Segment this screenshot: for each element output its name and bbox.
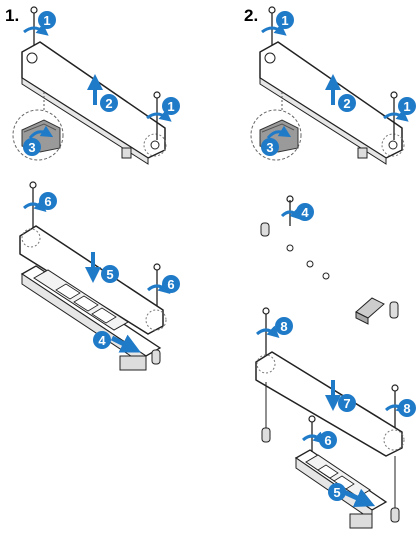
svg-text:5: 5 bbox=[106, 267, 113, 282]
standoff bbox=[390, 507, 400, 523]
step-badge-1: 1 bbox=[162, 97, 180, 115]
screw-icon bbox=[390, 91, 398, 140]
svg-text:6: 6 bbox=[167, 277, 174, 292]
step-badge-6: 6 bbox=[319, 431, 337, 449]
panel-1-top bbox=[12, 6, 172, 165]
step-badge-2: 2 bbox=[100, 94, 118, 112]
ssd-module bbox=[33, 269, 129, 331]
step-badge-1: 1 bbox=[398, 97, 416, 115]
step-badge-4: 4 bbox=[93, 331, 111, 349]
panel-1-bottom bbox=[19, 181, 171, 371]
svg-text:2: 2 bbox=[343, 96, 350, 111]
svg-text:1: 1 bbox=[43, 13, 50, 28]
panel-2-parts bbox=[260, 195, 399, 325]
step-badge-5: 5 bbox=[328, 483, 346, 501]
svg-text:1: 1 bbox=[167, 99, 174, 114]
step-badge-2: 2 bbox=[338, 94, 356, 112]
svg-text:1: 1 bbox=[281, 13, 288, 28]
screw-icon bbox=[153, 91, 161, 140]
step-badge-8: 8 bbox=[398, 399, 416, 417]
step-badge-6: 6 bbox=[162, 275, 180, 293]
step-1-label: 1. bbox=[5, 6, 20, 25]
svg-text:3: 3 bbox=[28, 140, 35, 155]
svg-text:8: 8 bbox=[280, 319, 287, 334]
svg-text:4: 4 bbox=[301, 205, 309, 220]
screw-icon bbox=[262, 307, 270, 360]
step-badge-3: 3 bbox=[23, 138, 41, 156]
step-badge-7: 7 bbox=[338, 394, 356, 412]
svg-text:6: 6 bbox=[324, 433, 331, 448]
standoff bbox=[260, 222, 270, 237]
screw-icon bbox=[268, 6, 276, 50]
svg-text:7: 7 bbox=[343, 396, 350, 411]
screw-icon bbox=[30, 6, 38, 50]
svg-text:5: 5 bbox=[333, 485, 340, 500]
svg-text:2: 2 bbox=[105, 96, 112, 111]
screw-icon bbox=[29, 181, 37, 230]
step-2-label: 2. bbox=[244, 6, 259, 25]
standoff bbox=[261, 427, 271, 443]
standoff bbox=[389, 301, 399, 319]
step-badge-6: 6 bbox=[39, 192, 57, 210]
svg-text:4: 4 bbox=[98, 333, 106, 348]
step-badge-8: 8 bbox=[275, 317, 293, 335]
screw-icon bbox=[153, 263, 161, 312]
panel-2-top bbox=[250, 6, 409, 165]
svg-text:3: 3 bbox=[266, 140, 273, 155]
step-badge-4: 4 bbox=[296, 203, 314, 221]
step-badge-5: 5 bbox=[101, 265, 119, 283]
svg-text:1: 1 bbox=[403, 99, 410, 114]
svg-text:6: 6 bbox=[44, 194, 51, 209]
step-badge-1: 1 bbox=[38, 11, 56, 29]
svg-text:8: 8 bbox=[403, 401, 410, 416]
step-badge-3: 3 bbox=[261, 138, 279, 156]
screw-icon bbox=[308, 415, 316, 452]
step-badge-1: 1 bbox=[276, 11, 294, 29]
